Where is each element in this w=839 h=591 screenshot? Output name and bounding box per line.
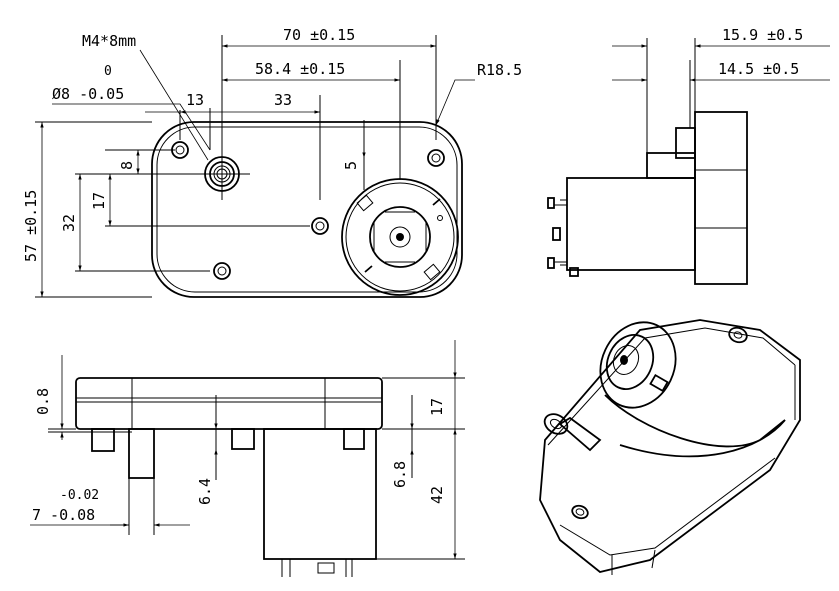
motor-side [566,177,696,271]
thread-label: M4*8mm [82,32,136,50]
dim-5: 5 [342,161,360,170]
dim-6-8: 6.8 [391,461,409,488]
housing-outline [151,121,463,298]
front-view: 0.8 17 6.4 6.8 42 -0.02 7 -0.08 [30,340,465,577]
housing-iso [539,319,801,573]
mounting-hole [213,262,231,280]
gearbox-side [694,111,748,285]
gearbox-front [75,377,383,430]
dim-15-9: 15.9 ±0.5 [722,26,803,44]
dim-70: 70 ±0.15 [283,26,355,44]
output-shaft-iso [558,416,602,452]
dim-58-4: 58.4 ±0.15 [255,60,345,78]
radius-label: R18.5 [477,61,522,79]
dim-57: 57 ±0.15 [22,190,40,262]
dim-6-4: 6.4 [196,478,214,505]
dim-32: 32 [60,214,78,232]
dim-42: 42 [428,486,446,504]
mounting-hole [311,217,329,235]
dim-17: 17 [90,192,108,210]
top-view: M4*8mm 0 Ø8 -0.05 70 ±0.15 58.4 ±0.15 R1… [22,26,522,298]
dim-33: 33 [274,91,292,109]
mounting-hole [427,149,445,167]
dim-17-front: 17 [428,398,446,416]
diameter-label: Ø8 -0.05 [52,85,124,103]
isometric-view [539,319,801,575]
tol-upper: -0.02 [60,488,99,503]
dim-8: 8 [118,161,136,170]
motor-end [341,178,459,296]
motor-front [263,428,377,560]
side-view: 15.9 ±0.5 14.5 ±0.5 [547,26,830,285]
dim-7: 7 -0.08 [32,506,95,524]
dim-0-8: 0.8 [34,388,52,415]
dim-13: 13 [186,91,204,109]
dia-tol-upper: 0 [104,64,112,79]
dim-14-5: 14.5 ±0.5 [718,60,799,78]
